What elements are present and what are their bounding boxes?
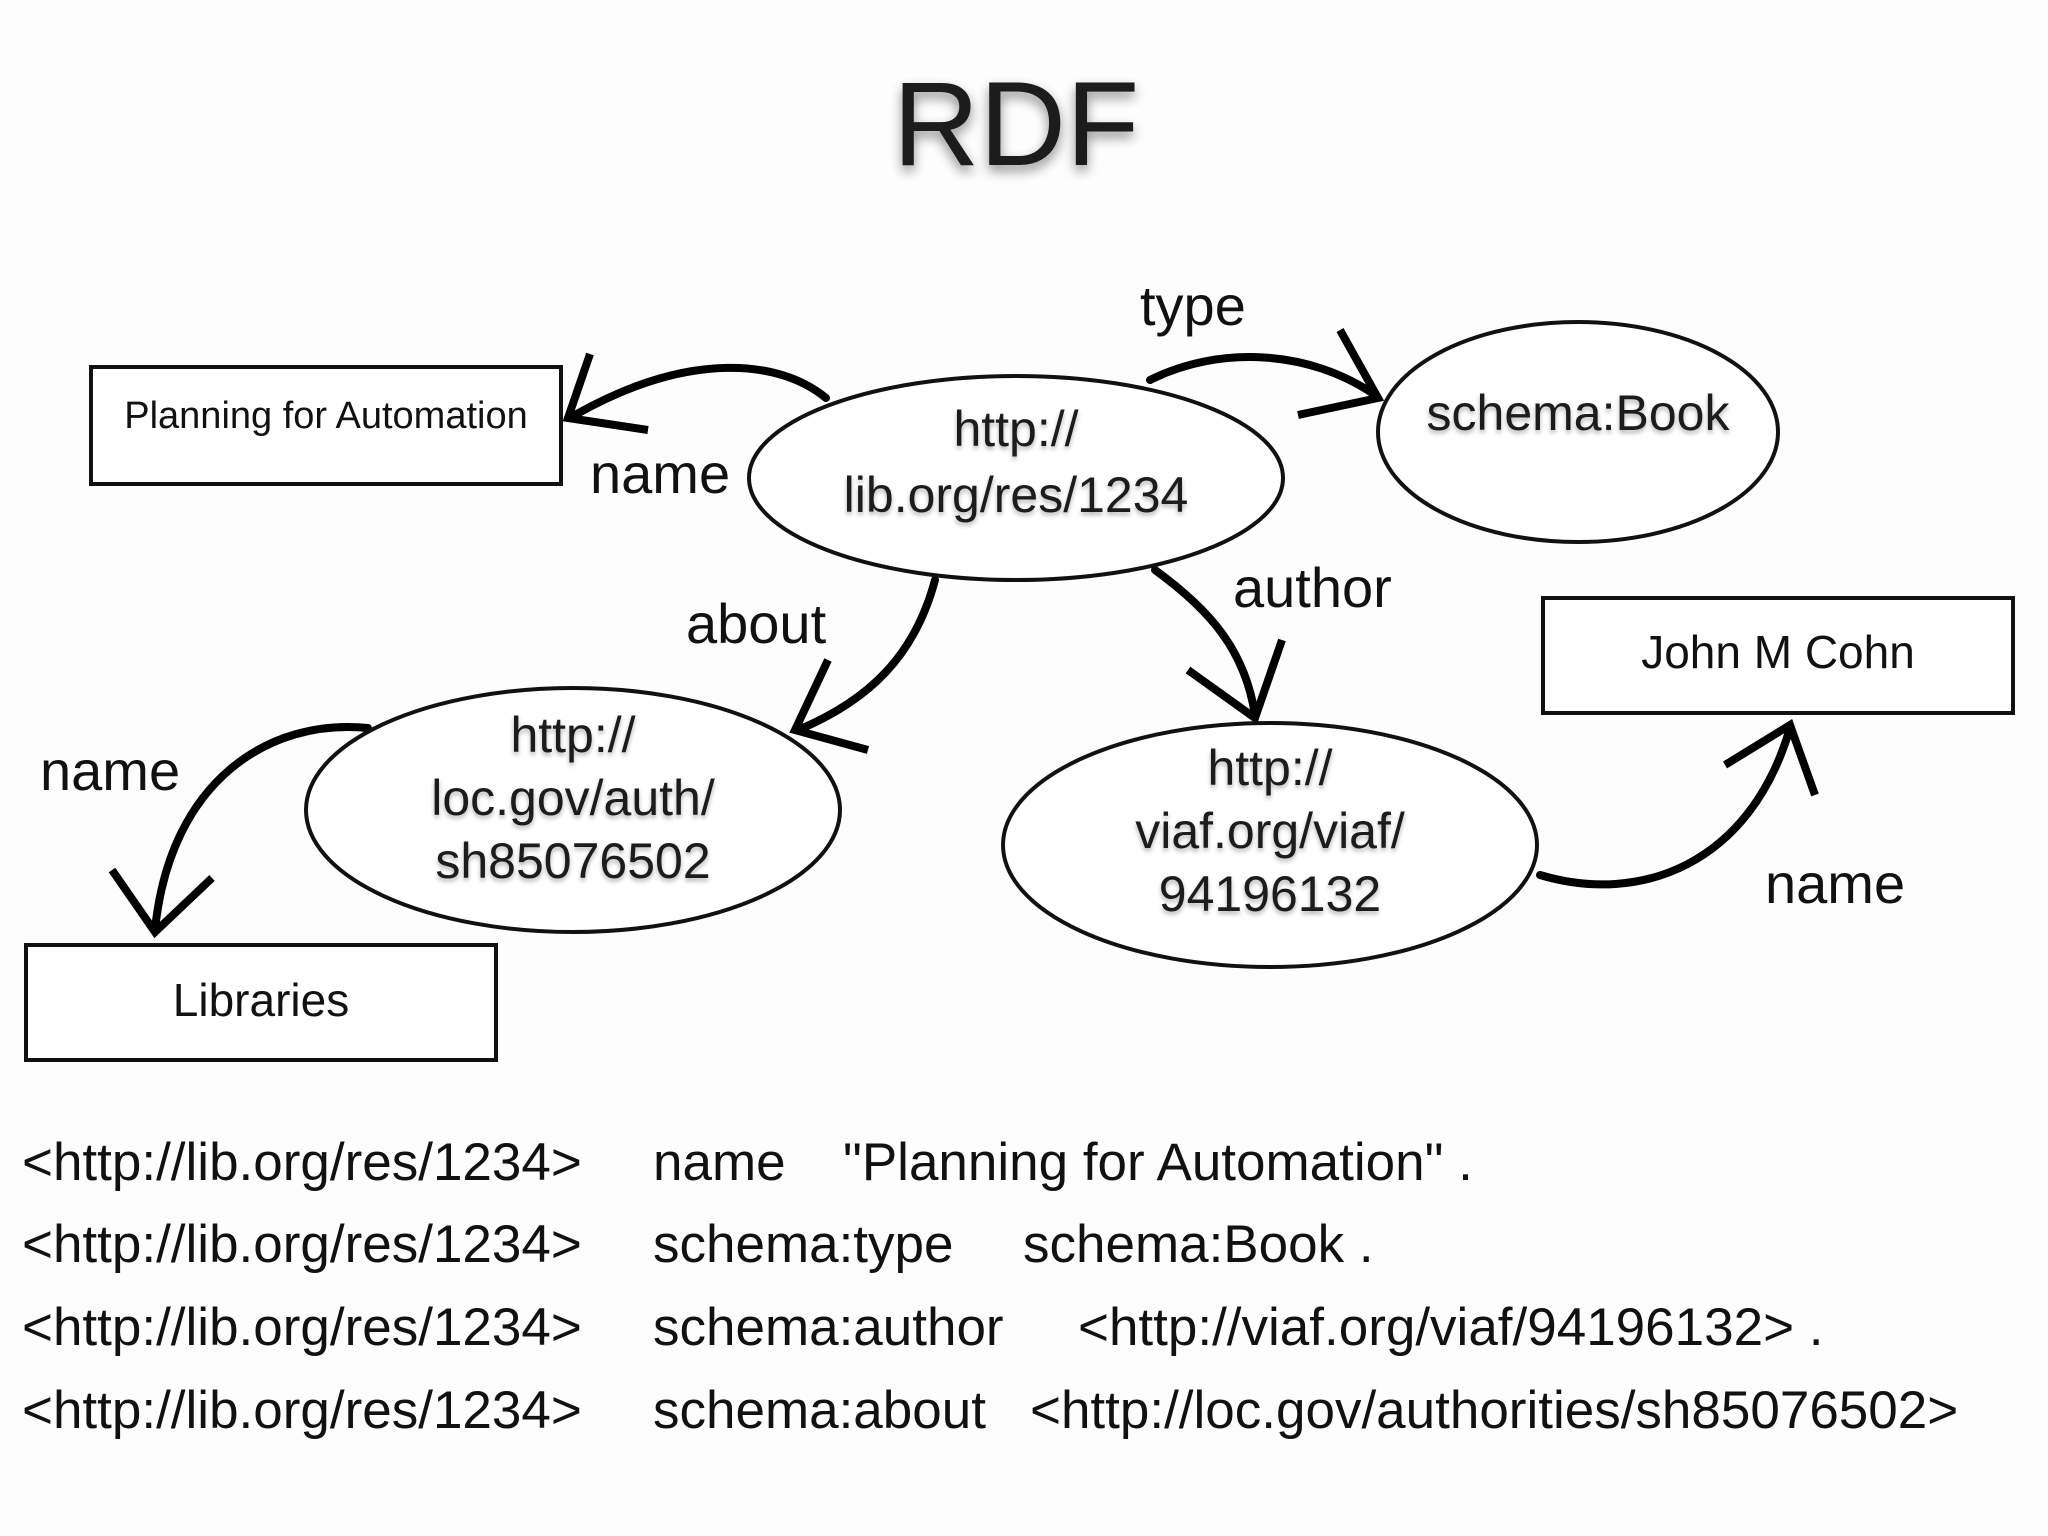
triple-predicate: schema:author xyxy=(653,1298,1004,1357)
edge-book-name xyxy=(562,352,830,434)
edge-book-author xyxy=(1151,566,1286,725)
triple-predicate: name xyxy=(653,1133,786,1192)
node-book-resource: http:// lib.org/res/1234 xyxy=(747,374,1285,582)
edge-book-type xyxy=(1146,328,1385,419)
node-subject-line-3: sh85076502 xyxy=(435,833,710,889)
edge-subject-name xyxy=(108,723,372,939)
node-author-line-3: 94196132 xyxy=(1159,866,1381,922)
triple-row: <http://lib.org/res/1234> schema:about <… xyxy=(22,1381,1958,1440)
edge-label-author-name: name xyxy=(1765,852,1905,915)
node-author-line-1: http:// xyxy=(1207,740,1332,796)
node-subject-resource: http:// loc.gov/auth/ sh85076502 xyxy=(304,686,842,934)
triple-object: schema:Book . xyxy=(1023,1215,1374,1274)
triples-list: <http://lib.org/res/1234> name "Planning… xyxy=(22,1133,1958,1440)
edge-label-subject-name: name xyxy=(40,739,180,802)
triple-object: "Planning for Automation" . xyxy=(843,1133,1473,1192)
triple-subject: <http://lib.org/res/1234> xyxy=(22,1133,582,1192)
node-subject-line-2: loc.gov/auth/ xyxy=(431,770,715,826)
node-author-resource: http:// viaf.org/viaf/ 94196132 xyxy=(1001,721,1539,969)
literal-subject-name: Libraries xyxy=(24,943,498,1062)
triple-row: <http://lib.org/res/1234> name "Planning… xyxy=(22,1133,1473,1192)
triple-subject: <http://lib.org/res/1234> xyxy=(22,1381,582,1440)
edge-label-book-name: name xyxy=(590,442,730,505)
edge-author-name xyxy=(1536,719,1819,889)
node-schema-book: schema:Book xyxy=(1376,320,1780,544)
slide-title: RDF xyxy=(893,57,1140,191)
triple-subject: <http://lib.org/res/1234> xyxy=(22,1298,582,1357)
literal-author-name-label: John M Cohn xyxy=(1641,626,1915,678)
edge-book-about xyxy=(789,576,939,754)
literal-author-name: John M Cohn xyxy=(1541,596,2015,715)
triple-row: <http://lib.org/res/1234> schema:type sc… xyxy=(22,1215,1374,1274)
node-book-line-1: http:// xyxy=(953,401,1078,457)
triple-row: <http://lib.org/res/1234> schema:author … xyxy=(22,1298,1823,1357)
node-schema-book-label: schema:Book xyxy=(1427,385,1731,441)
literal-subject-name-label: Libraries xyxy=(173,974,349,1026)
edge-label-book-type: type xyxy=(1140,274,1246,337)
node-subject-line-1: http:// xyxy=(510,707,635,763)
triple-object: <http://viaf.org/viaf/94196132> . xyxy=(1078,1298,1823,1357)
node-book-line-2: lib.org/res/1234 xyxy=(844,467,1189,523)
triple-object: <http://loc.gov/authorities/sh85076502> xyxy=(1030,1381,1958,1440)
literal-title-label: Planning for Automation xyxy=(124,395,528,437)
node-author-line-2: viaf.org/viaf/ xyxy=(1135,803,1405,859)
edge-label-book-author: author xyxy=(1233,556,1392,619)
edge-label-book-about: about xyxy=(686,592,827,655)
literal-title: Planning for Automation xyxy=(89,365,563,486)
triple-subject: <http://lib.org/res/1234> xyxy=(22,1215,582,1274)
triple-predicate: schema:about xyxy=(653,1381,986,1440)
triple-predicate: schema:type xyxy=(653,1215,953,1274)
